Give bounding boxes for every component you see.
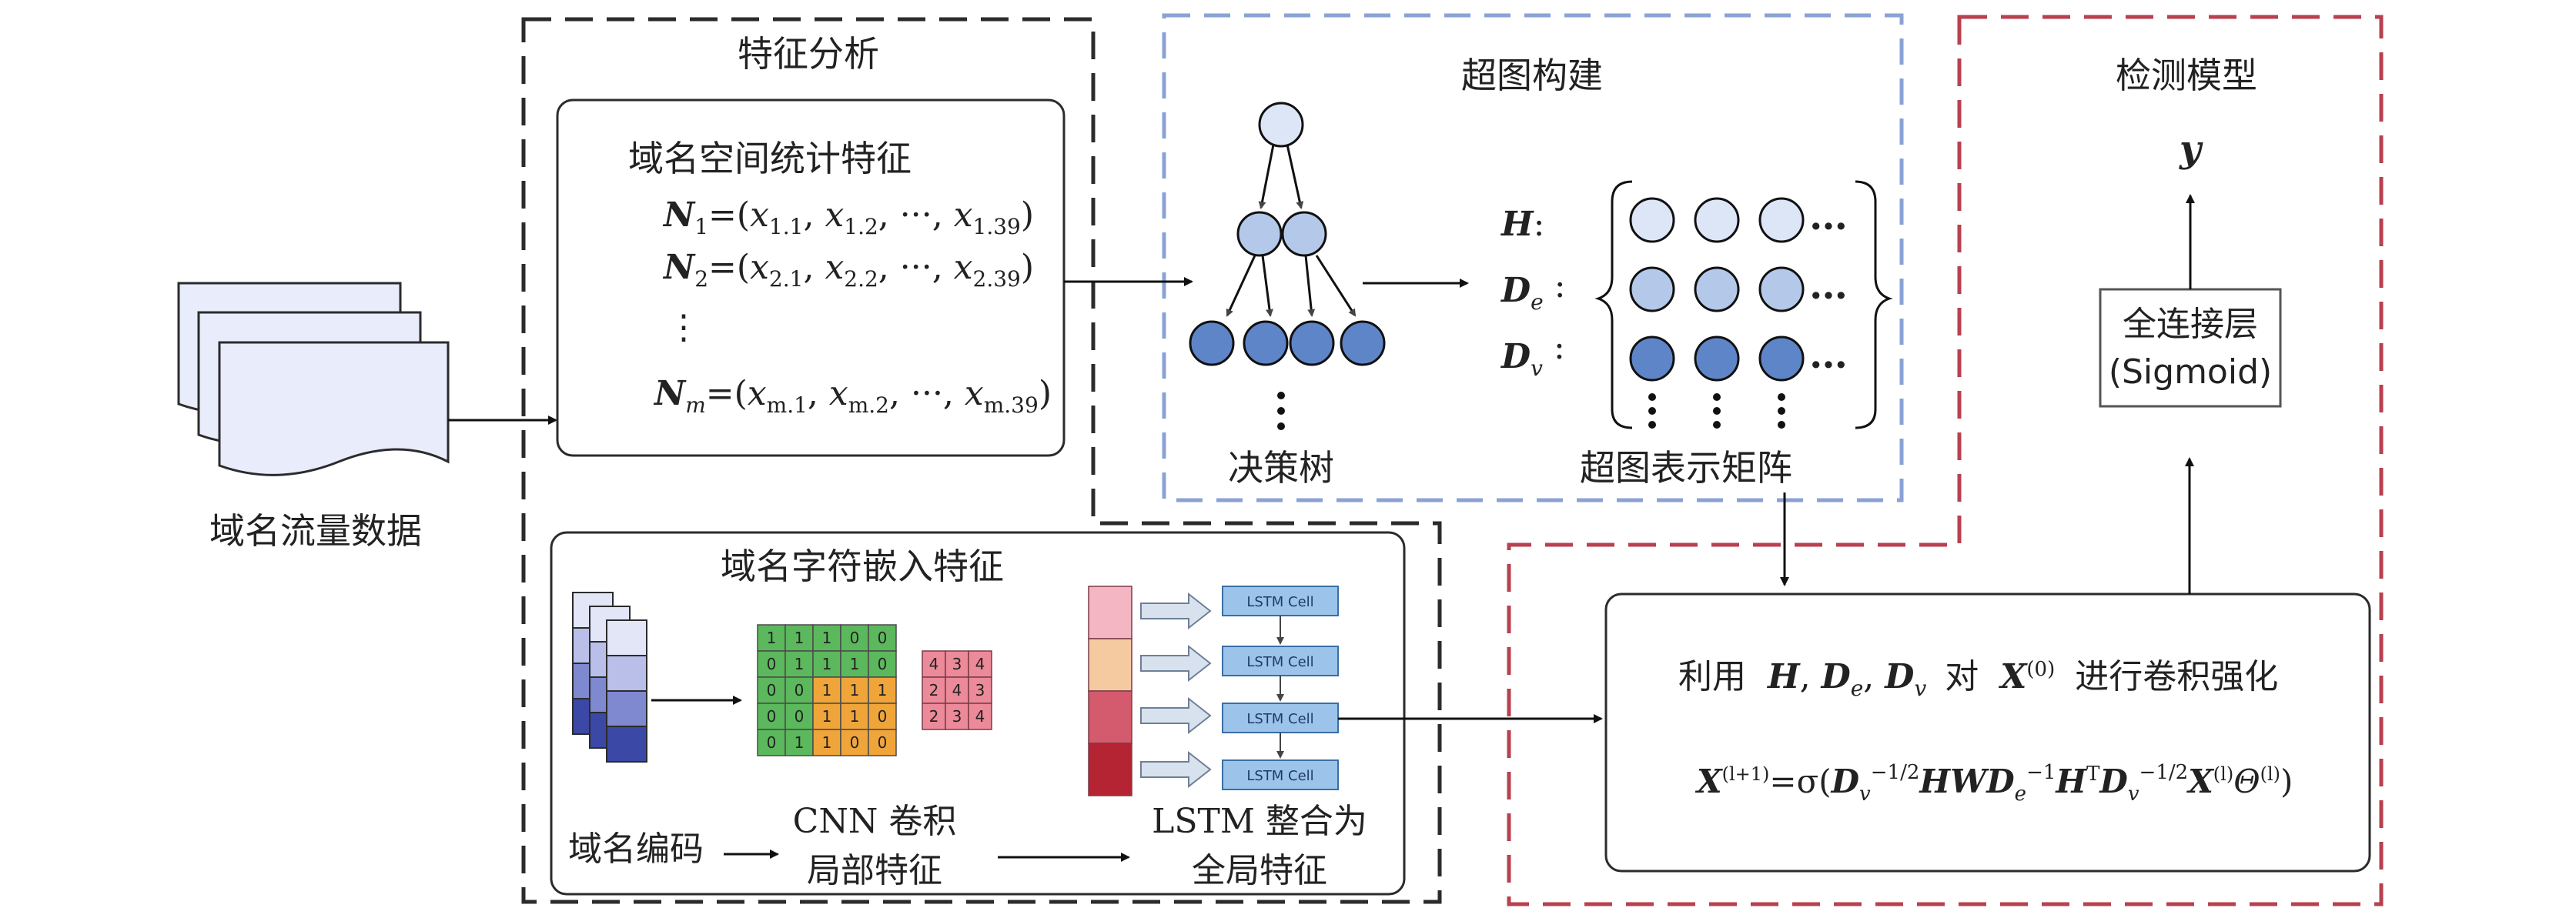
svg-text:1: 1 xyxy=(878,681,888,699)
row-label-De: De: xyxy=(1500,266,1566,315)
cnn-input-grid xyxy=(757,624,897,756)
tree-label: 决策树 xyxy=(1228,447,1334,489)
svg-text:1: 1 xyxy=(767,629,777,647)
stat-feature-title: 域名空间统计特征 xyxy=(628,138,912,179)
lstm-block-arrows xyxy=(1140,592,1212,789)
svg-text:…: … xyxy=(1809,332,1848,377)
matrix-vdots xyxy=(1648,393,1785,429)
svg-text:0: 0 xyxy=(878,629,888,647)
svg-text:X(l+1)=σ(Dv−1/2HWDe−1HTDv−1/2X: X(l+1)=σ(Dv−1/2HWDe−1HTDv−1/2X(l)Θ(l)) xyxy=(1694,761,2293,806)
tree-dots xyxy=(1277,392,1285,430)
svg-text:LSTM Cell: LSTM Cell xyxy=(1246,654,1313,670)
encode-label: 域名编码 xyxy=(568,830,704,869)
svg-text:利用 H, De, Dv 对: 利用 H, De, Dv 对 X(0) 进行卷积强化 xyxy=(1678,645,2278,704)
svg-text:1: 1 xyxy=(822,629,832,647)
source-label: 域名流量数据 xyxy=(209,510,422,552)
row-name: N xyxy=(662,195,696,235)
hypergraph-title: 超图构建 xyxy=(1461,55,1603,96)
matrix-label: 超图表示矩阵 xyxy=(1580,447,1792,489)
svg-text:4: 4 xyxy=(929,655,939,673)
detection-title: 检测模型 xyxy=(2116,55,2257,96)
matrix-left-brace xyxy=(1594,180,1633,429)
lstm-label-2: 全局特征 xyxy=(1192,851,1327,890)
svg-text:LSTM Cell: LSTM Cell xyxy=(1246,768,1313,784)
svg-text:N2=(x2.1, x2.2, ···, x2.39): N2=(x2.1, x2.2, ···, x2.39) xyxy=(662,248,1034,292)
stat-row-m: Nm=(xm.1, xm.2, ···, xm.39) xyxy=(653,374,1052,418)
svg-text:0: 0 xyxy=(767,681,777,699)
stat-row-2: N2=(x2.1, x2.2, ···, x2.39) xyxy=(662,248,1034,292)
svg-text:0: 0 xyxy=(878,733,888,752)
stat-vdots: ⋮ xyxy=(667,308,701,347)
svg-text:2: 2 xyxy=(929,681,939,699)
fc-line-2: (Sigmoid) xyxy=(2109,352,2272,392)
matrix-row-labels: H: De: Dv: xyxy=(1500,205,1566,381)
row-sub: 1 xyxy=(694,214,708,239)
svg-text:1: 1 xyxy=(822,733,832,752)
svg-text:0: 0 xyxy=(795,707,805,726)
svg-text:3: 3 xyxy=(952,655,962,673)
conv-description: 利用 H, De, Dv 对 X(0) 进行卷积强化 xyxy=(1678,645,2278,704)
svg-text:1: 1 xyxy=(795,733,805,752)
cnn-label-1: CNN 卷积 xyxy=(793,802,957,841)
svg-text:3: 3 xyxy=(952,707,962,726)
lstm-cells xyxy=(1222,586,1339,790)
stat-feature-box xyxy=(556,98,1066,457)
svg-text:…: … xyxy=(1809,193,1848,239)
svg-text:1: 1 xyxy=(795,655,805,673)
feature-analysis-title: 特征分析 xyxy=(738,33,879,75)
svg-text:1: 1 xyxy=(850,681,860,699)
conv-box xyxy=(1604,593,2371,873)
lstm-input-column xyxy=(1088,586,1132,796)
output-y: y xyxy=(2179,128,2203,171)
cnn-label-2: 局部特征 xyxy=(807,851,942,890)
svg-text:LSTM Cell: LSTM Cell xyxy=(1246,711,1313,727)
cnn-feature-map xyxy=(922,650,992,730)
svg-text:0: 0 xyxy=(850,733,860,752)
svg-text:0: 0 xyxy=(795,681,805,699)
svg-text:0: 0 xyxy=(878,655,888,673)
lstm-label-1: LSTM 整合为 xyxy=(1152,802,1367,841)
decision-tree xyxy=(1189,102,1386,366)
svg-text:1: 1 xyxy=(795,629,805,647)
conv-equation: X(l+1)=σ(Dv−1/2HWDe−1HTDv−1/2X(l)Θ(l)) xyxy=(1694,761,2293,806)
svg-text:…: … xyxy=(1809,262,1848,308)
svg-text:0: 0 xyxy=(767,655,777,673)
hypergraph-frame xyxy=(1162,13,1904,502)
svg-text:4: 4 xyxy=(975,707,985,726)
stat-row-1: N1=(x1.1, x1.2, ···, x1.39) xyxy=(662,195,1034,239)
detection-frame xyxy=(1507,15,2384,906)
row-label-H: H: xyxy=(1500,205,1544,244)
lstm-cell-labels: LSTM Cell LSTM Cell LSTM Cell LSTM Cell xyxy=(1246,594,1313,784)
documents-icon xyxy=(177,282,450,476)
svg-text:LSTM Cell: LSTM Cell xyxy=(1246,594,1313,610)
svg-text:1: 1 xyxy=(822,707,832,726)
fc-layer-box xyxy=(2099,288,2282,408)
svg-text:4: 4 xyxy=(952,681,962,699)
svg-text:4: 4 xyxy=(975,655,985,673)
row-label-Dv: Dv: xyxy=(1500,328,1565,381)
svg-text:1: 1 xyxy=(850,655,860,673)
encoding-stack xyxy=(572,592,647,763)
char-feature-title: 域名字符嵌入特征 xyxy=(721,546,1004,587)
svg-text:1: 1 xyxy=(822,681,832,699)
svg-text:2: 2 xyxy=(929,707,939,726)
svg-text:Nm=(xm.1, xm.2, ···, xm.39): Nm=(xm.1, xm.2, ···, xm.39) xyxy=(653,374,1052,418)
svg-text:0: 0 xyxy=(767,733,777,752)
fc-line-1: 全连接层 xyxy=(2123,305,2258,344)
svg-text:0: 0 xyxy=(878,707,888,726)
matrix-nodes xyxy=(1629,197,1805,382)
svg-text:0: 0 xyxy=(850,629,860,647)
svg-text:0: 0 xyxy=(767,707,777,726)
matrix-ellipsis: … … … xyxy=(1809,193,1848,377)
feature-analysis-frame xyxy=(521,17,1442,904)
svg-text:3: 3 xyxy=(975,681,985,699)
svg-text:1: 1 xyxy=(850,707,860,726)
matrix-right-brace xyxy=(1855,180,1893,429)
svg-text:1: 1 xyxy=(822,655,832,673)
svg-text:N1=(x1.1, x1.2, ···, x1.39): N1=(x1.1, x1.2, ···, x1.39) xyxy=(662,195,1034,239)
